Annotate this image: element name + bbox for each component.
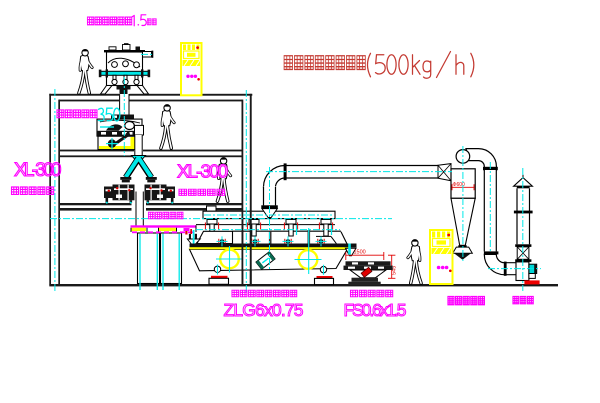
svg-text:ZLG6x0.75: ZLG6x0.75: [224, 300, 304, 320]
svg-text:545: 545: [392, 266, 398, 275]
svg-text:FS0.6x1.5: FS0.6x1.5: [344, 300, 407, 320]
svg-text:XL-300: XL-300: [177, 161, 228, 182]
svg-text:1500: 1500: [354, 250, 366, 256]
svg-text:Φ600: Φ600: [453, 182, 466, 188]
svg-text:XL-300: XL-300: [14, 160, 62, 181]
